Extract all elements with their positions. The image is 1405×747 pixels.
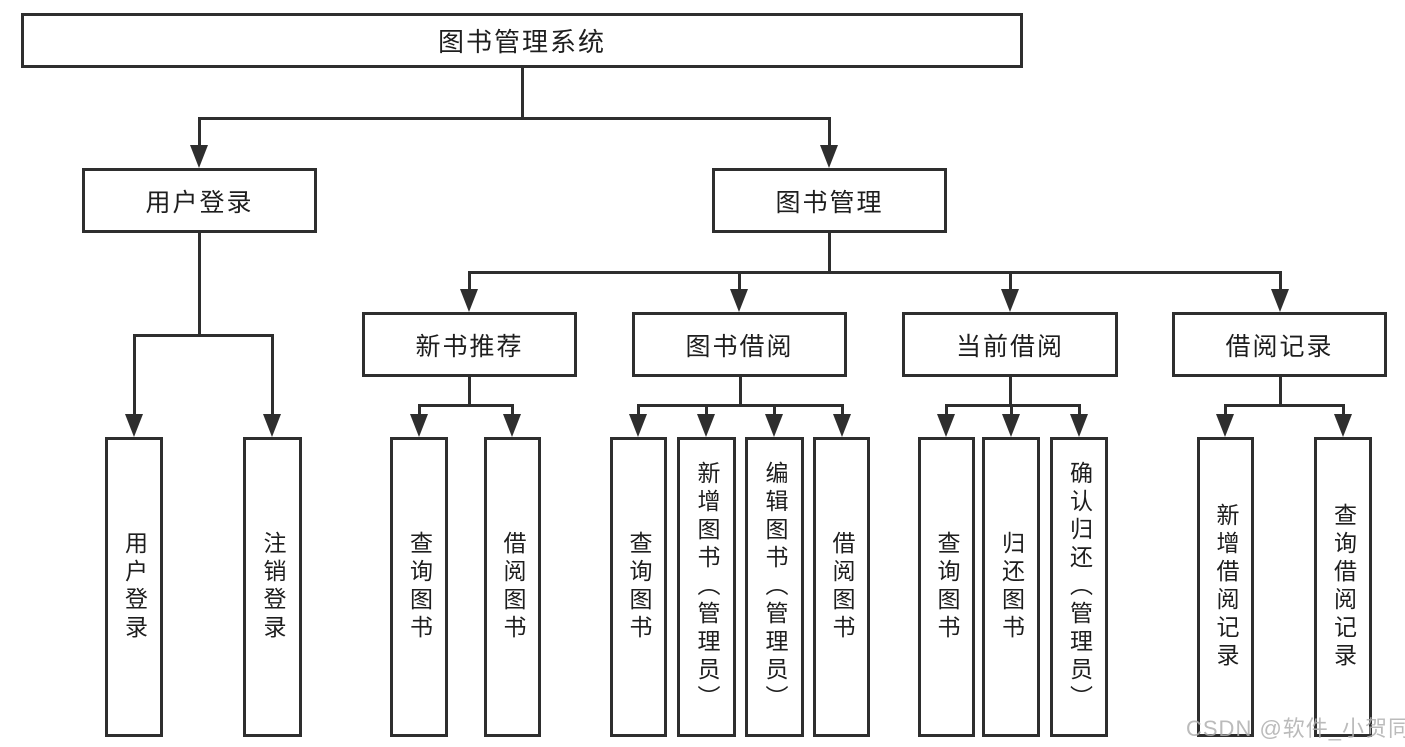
connector-drop-leaf [1342, 404, 1345, 418]
connector-root-rail [198, 117, 831, 120]
connector-drop-branch [1279, 271, 1282, 293]
leaf-label: 确认归还（管理员） [1066, 461, 1093, 713]
arrowhead-icon [937, 414, 955, 437]
leaf-add-borrow-record: 新增借阅记录 [1197, 437, 1254, 737]
connector-drop-leaf [705, 404, 708, 418]
arrowhead-icon [1271, 289, 1289, 312]
arrowhead-icon [410, 414, 428, 437]
leaf-query-books: 查询图书 [918, 437, 975, 737]
arrowhead-icon [125, 414, 143, 437]
node-borrowing-records: 借阅记录 [1172, 312, 1387, 377]
arrowhead-icon [765, 414, 783, 437]
node-label: 借阅记录 [1225, 332, 1334, 361]
connector-rail [418, 404, 514, 407]
connector-drop-leaf [945, 404, 948, 418]
arrowhead-icon [460, 289, 478, 312]
leaf-label: 注销登录 [260, 531, 286, 643]
leaf-label: 新增图书（管理员） [694, 461, 720, 713]
leaf-label: 借阅图书 [829, 531, 855, 643]
leaf-logout: 注销登录 [243, 437, 302, 737]
node-label: 图书管理 [775, 188, 884, 217]
leaf-query-books: 查询图书 [390, 437, 448, 737]
connector-book-mgmt-rail [468, 271, 1282, 274]
connector-drop-leaf [133, 334, 136, 419]
node-book-management: 图书管理 [712, 168, 947, 233]
connector-drop-leaf [637, 404, 640, 418]
connector-drop-user-login [198, 117, 201, 149]
leaf-label: 查询借阅记录 [1330, 503, 1357, 671]
node-library-system: 图书管理系统 [21, 13, 1023, 68]
leaf-query-books: 查询图书 [610, 437, 667, 737]
connector-drop-leaf [418, 404, 421, 418]
arrowhead-icon [1001, 289, 1019, 312]
connector-drop-branch [738, 271, 741, 293]
arrowhead-icon [820, 145, 838, 168]
connector-drop-leaf [271, 334, 274, 419]
connector-drop-book-mgmt [828, 117, 831, 149]
arrowhead-icon [1002, 414, 1020, 437]
connector-stem [468, 377, 471, 407]
leaf-label: 归还图书 [998, 531, 1025, 643]
arrowhead-icon [833, 414, 851, 437]
leaf-label: 用户登录 [121, 531, 148, 643]
leaf-borrow-books: 借阅图书 [813, 437, 870, 737]
connector-user-login-rail [133, 334, 274, 337]
connector-rail [1224, 404, 1344, 407]
connector-drop-leaf [1078, 404, 1081, 418]
arrowhead-icon [503, 414, 521, 437]
leaf-label: 查询图书 [406, 531, 433, 643]
connector-drop-branch [1009, 271, 1012, 293]
connector-drop-branch [468, 271, 471, 293]
connector-drop-leaf [1010, 404, 1013, 418]
leaf-confirm-return-admin: 确认归还（管理员） [1050, 437, 1108, 737]
connector-drop-leaf [773, 404, 776, 418]
csdn-watermark: CSDN @软件_小贺同学 [1186, 716, 1405, 741]
node-label: 图书管理系统 [437, 27, 606, 57]
arrowhead-icon [730, 289, 748, 312]
arrowhead-icon [263, 414, 281, 437]
leaf-query-borrow-record: 查询借阅记录 [1314, 437, 1372, 737]
node-label: 新书推荐 [415, 332, 524, 361]
leaf-label: 查询图书 [934, 531, 960, 643]
connector-stem [739, 377, 742, 407]
leaf-add-books-admin: 新增图书（管理员） [677, 437, 736, 737]
connector-book-mgmt-stem [828, 233, 831, 274]
connector-drop-leaf [1224, 404, 1227, 418]
connector-drop-leaf [841, 404, 844, 418]
connector-rail [637, 404, 843, 407]
leaf-label: 新增借阅记录 [1213, 503, 1239, 671]
arrowhead-icon [190, 145, 208, 168]
node-book-borrowing: 图书借阅 [632, 312, 847, 377]
arrowhead-icon [697, 414, 715, 437]
connector-stem [1279, 377, 1282, 407]
leaf-edit-books-admin: 编辑图书（管理员） [745, 437, 804, 737]
connector-stem [1009, 377, 1012, 407]
connector-drop-leaf [511, 404, 514, 418]
arrowhead-icon [1216, 414, 1234, 437]
node-label: 图书借阅 [685, 332, 794, 361]
connector-user-login-stem [198, 233, 201, 337]
arrowhead-icon [1334, 414, 1352, 437]
node-new-book-recommend: 新书推荐 [362, 312, 577, 377]
leaf-label: 查询图书 [626, 531, 652, 643]
node-current-borrowing: 当前借阅 [902, 312, 1118, 377]
arrowhead-icon [1070, 414, 1088, 437]
arrowhead-icon [629, 414, 647, 437]
node-user-login: 用户登录 [82, 168, 317, 233]
leaf-user-login: 用户登录 [105, 437, 163, 737]
leaf-label: 编辑图书（管理员） [762, 461, 788, 713]
connector-root-stem [521, 68, 524, 119]
leaf-borrow-books: 借阅图书 [484, 437, 541, 737]
node-label: 用户登录 [145, 188, 254, 217]
leaf-return-books: 归还图书 [982, 437, 1040, 737]
leaf-label: 借阅图书 [500, 531, 526, 643]
node-label: 当前借阅 [955, 332, 1064, 361]
